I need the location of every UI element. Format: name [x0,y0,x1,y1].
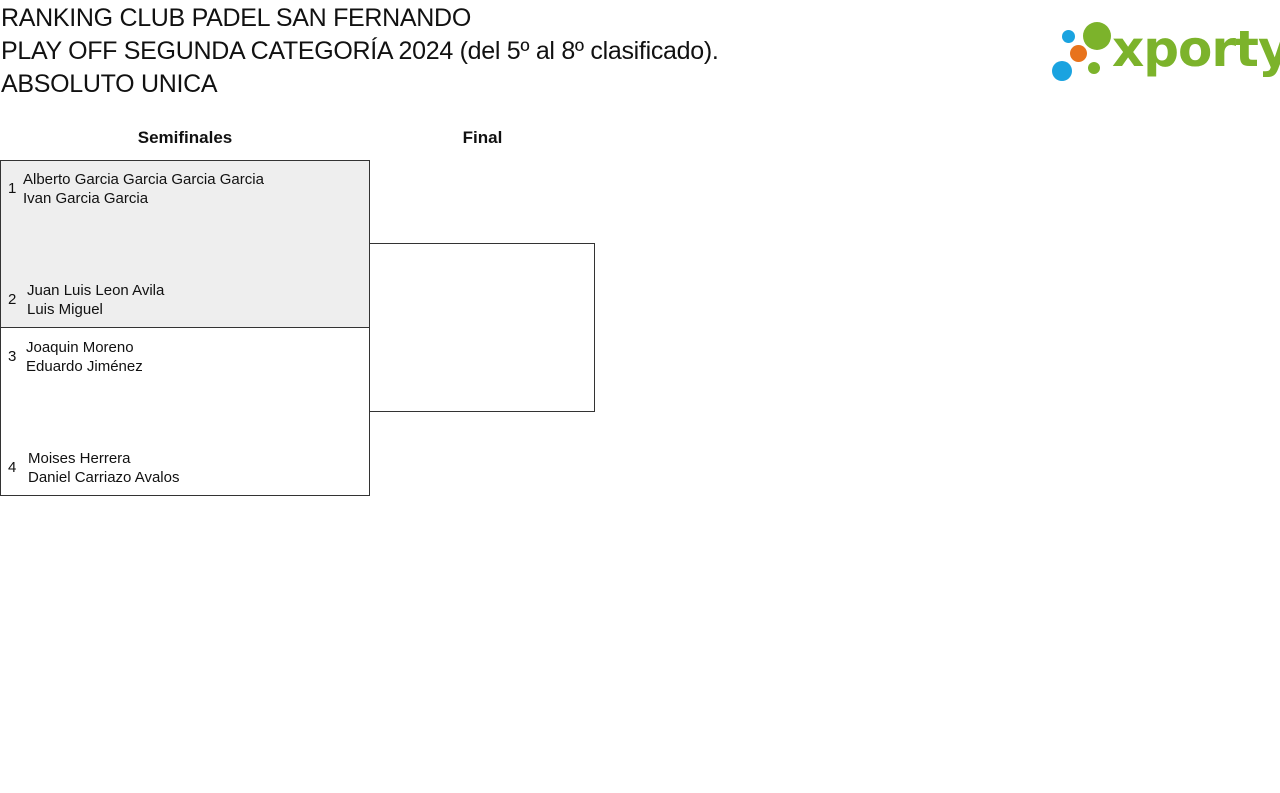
player-name: Ivan Garcia Garcia [23,190,149,207]
player-name: Eduardo Jiménez [26,358,143,375]
bracket-team[interactable]: 3 Joaquin Moreno Eduardo Jiménez [1,338,369,378]
round-label-final: Final [462,128,503,147]
logo-dot-orange [1070,45,1087,62]
player-name: Juan Luis Leon Avila [27,282,165,299]
bracket-team[interactable]: 2 Juan Luis Leon Avila Luis Miguel [1,281,369,321]
page-title: RANKING CLUB PADEL SAN FERNANDO PLAY OFF… [1,2,719,101]
final-match[interactable] [369,243,595,412]
team-players: Moises Herrera Daniel Carriazo Avalos [28,449,179,487]
round-label-semifinals: Semifinales [137,128,233,147]
player-name: Joaquin Moreno [26,339,134,356]
team-seed: 2 [8,291,17,308]
bracket-team[interactable]: 1 Alberto Garcia Garcia Garcia Garcia Iv… [1,170,369,210]
logo-dot-blue-small [1062,30,1075,43]
logo-wordmark: xporty [1112,20,1280,78]
semifinal-match-2[interactable]: 3 Joaquin Moreno Eduardo Jiménez 4 Moise… [0,327,370,496]
team-seed: 3 [8,348,17,365]
title-club: RANKING CLUB PADEL SAN FERNANDO [1,4,471,32]
semifinal-match-1[interactable]: 1 Alberto Garcia Garcia Garcia Garcia Iv… [0,160,370,328]
logo-dot-blue [1052,61,1072,81]
player-name: Luis Miguel [27,301,103,318]
team-seed: 1 [8,180,17,197]
team-seed: 4 [8,459,17,476]
xporty-logo[interactable]: xporty [1050,18,1280,84]
team-players: Joaquin Moreno Eduardo Jiménez [26,338,143,376]
team-players: Alberto Garcia Garcia Garcia Garcia Ivan… [23,170,264,208]
player-name: Alberto Garcia Garcia Garcia Garcia [23,171,264,188]
title-division: ABSOLUTO UNICA [1,70,218,98]
logo-dot-green-small [1088,62,1100,74]
player-name: Moises Herrera [28,450,131,467]
logo-dot-green [1083,22,1111,50]
player-name: Daniel Carriazo Avalos [28,469,180,486]
title-category: PLAY OFF SEGUNDA CATEGORÍA 2024 (del 5º … [1,37,719,65]
team-players: Juan Luis Leon Avila Luis Miguel [27,281,164,319]
bracket-team[interactable]: 4 Moises Herrera Daniel Carriazo Avalos [1,449,369,489]
